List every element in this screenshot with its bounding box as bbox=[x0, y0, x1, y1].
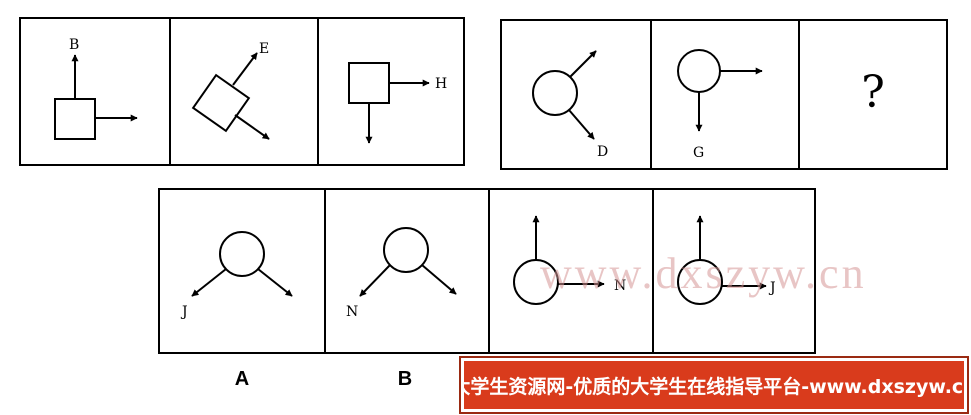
cell-letter: E bbox=[259, 41, 269, 57]
option-d[interactable]: J bbox=[652, 190, 816, 352]
square-shape bbox=[54, 98, 96, 140]
cell-letter: N bbox=[614, 278, 626, 294]
circle-shape bbox=[677, 259, 723, 305]
up-right-arrow-icon bbox=[232, 52, 258, 86]
circle-shape bbox=[383, 227, 429, 273]
cell-letter: G bbox=[693, 145, 704, 161]
sequence-cell-6: ? bbox=[798, 21, 946, 168]
cell-letter: B bbox=[69, 37, 79, 53]
sequence-cell-5: G bbox=[650, 21, 798, 168]
down-right-arrow-icon bbox=[234, 114, 270, 140]
banner-text: 大学生资源网-优质的大学生在线指导平台-www.dxszyw.cn bbox=[451, 375, 971, 398]
option-c[interactable]: N bbox=[488, 190, 652, 352]
circle-shape bbox=[219, 231, 265, 277]
sequence-cell-1: B bbox=[21, 19, 169, 164]
down-right-arrow-icon bbox=[257, 268, 293, 297]
cell-letter: J bbox=[180, 304, 188, 320]
sequence-panel-left: B E H bbox=[19, 17, 465, 166]
cell-letter: N bbox=[346, 304, 358, 320]
up-right-arrow-icon bbox=[569, 50, 597, 78]
circle-shape bbox=[677, 49, 721, 93]
option-b[interactable]: N bbox=[324, 190, 488, 352]
sequence-cell-3: H bbox=[317, 19, 465, 164]
site-banner[interactable]: 大学生资源网-优质的大学生在线指导平台-www.dxszyw.cn bbox=[451, 356, 971, 414]
down-right-arrow-icon bbox=[568, 109, 595, 140]
sequence-cell-2: E bbox=[169, 19, 317, 164]
tilted-square-shape bbox=[191, 73, 251, 133]
down-right-arrow-icon bbox=[421, 264, 457, 295]
option-a-label: A bbox=[234, 368, 250, 390]
option-a[interactable]: J bbox=[160, 190, 324, 352]
cell-letter: H bbox=[435, 76, 447, 92]
options-panel: J N N J bbox=[158, 188, 816, 354]
sequence-panel-right: D G ? bbox=[500, 19, 948, 170]
option-b-label: B bbox=[397, 368, 413, 390]
down-left-arrow-icon bbox=[359, 264, 391, 297]
square-shape bbox=[348, 62, 390, 104]
cell-letter: J bbox=[768, 280, 776, 296]
circle-shape bbox=[532, 70, 578, 116]
sequence-cell-4: D bbox=[502, 21, 650, 168]
circle-shape bbox=[513, 259, 559, 305]
question-mark: ? bbox=[861, 67, 885, 118]
cell-letter: D bbox=[597, 144, 608, 160]
down-left-arrow-icon bbox=[191, 268, 227, 297]
